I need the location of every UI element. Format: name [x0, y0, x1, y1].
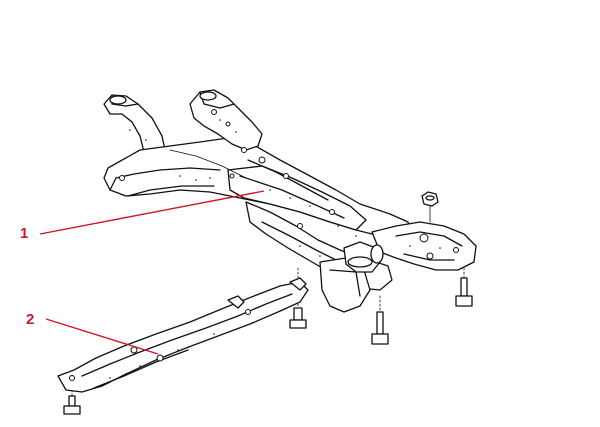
callout-2: 2 [26, 311, 159, 355]
bolt-right-long [371, 295, 389, 345]
lower-brace [57, 277, 309, 393]
nut-top-right [421, 191, 439, 223]
callout-2-label: 2 [26, 311, 34, 328]
front-subframe [103, 89, 477, 313]
callout-1-label: 1 [20, 225, 28, 242]
callout-1: 1 [20, 190, 265, 242]
frame-stipple [129, 119, 441, 257]
bolt-far-right [455, 267, 473, 307]
